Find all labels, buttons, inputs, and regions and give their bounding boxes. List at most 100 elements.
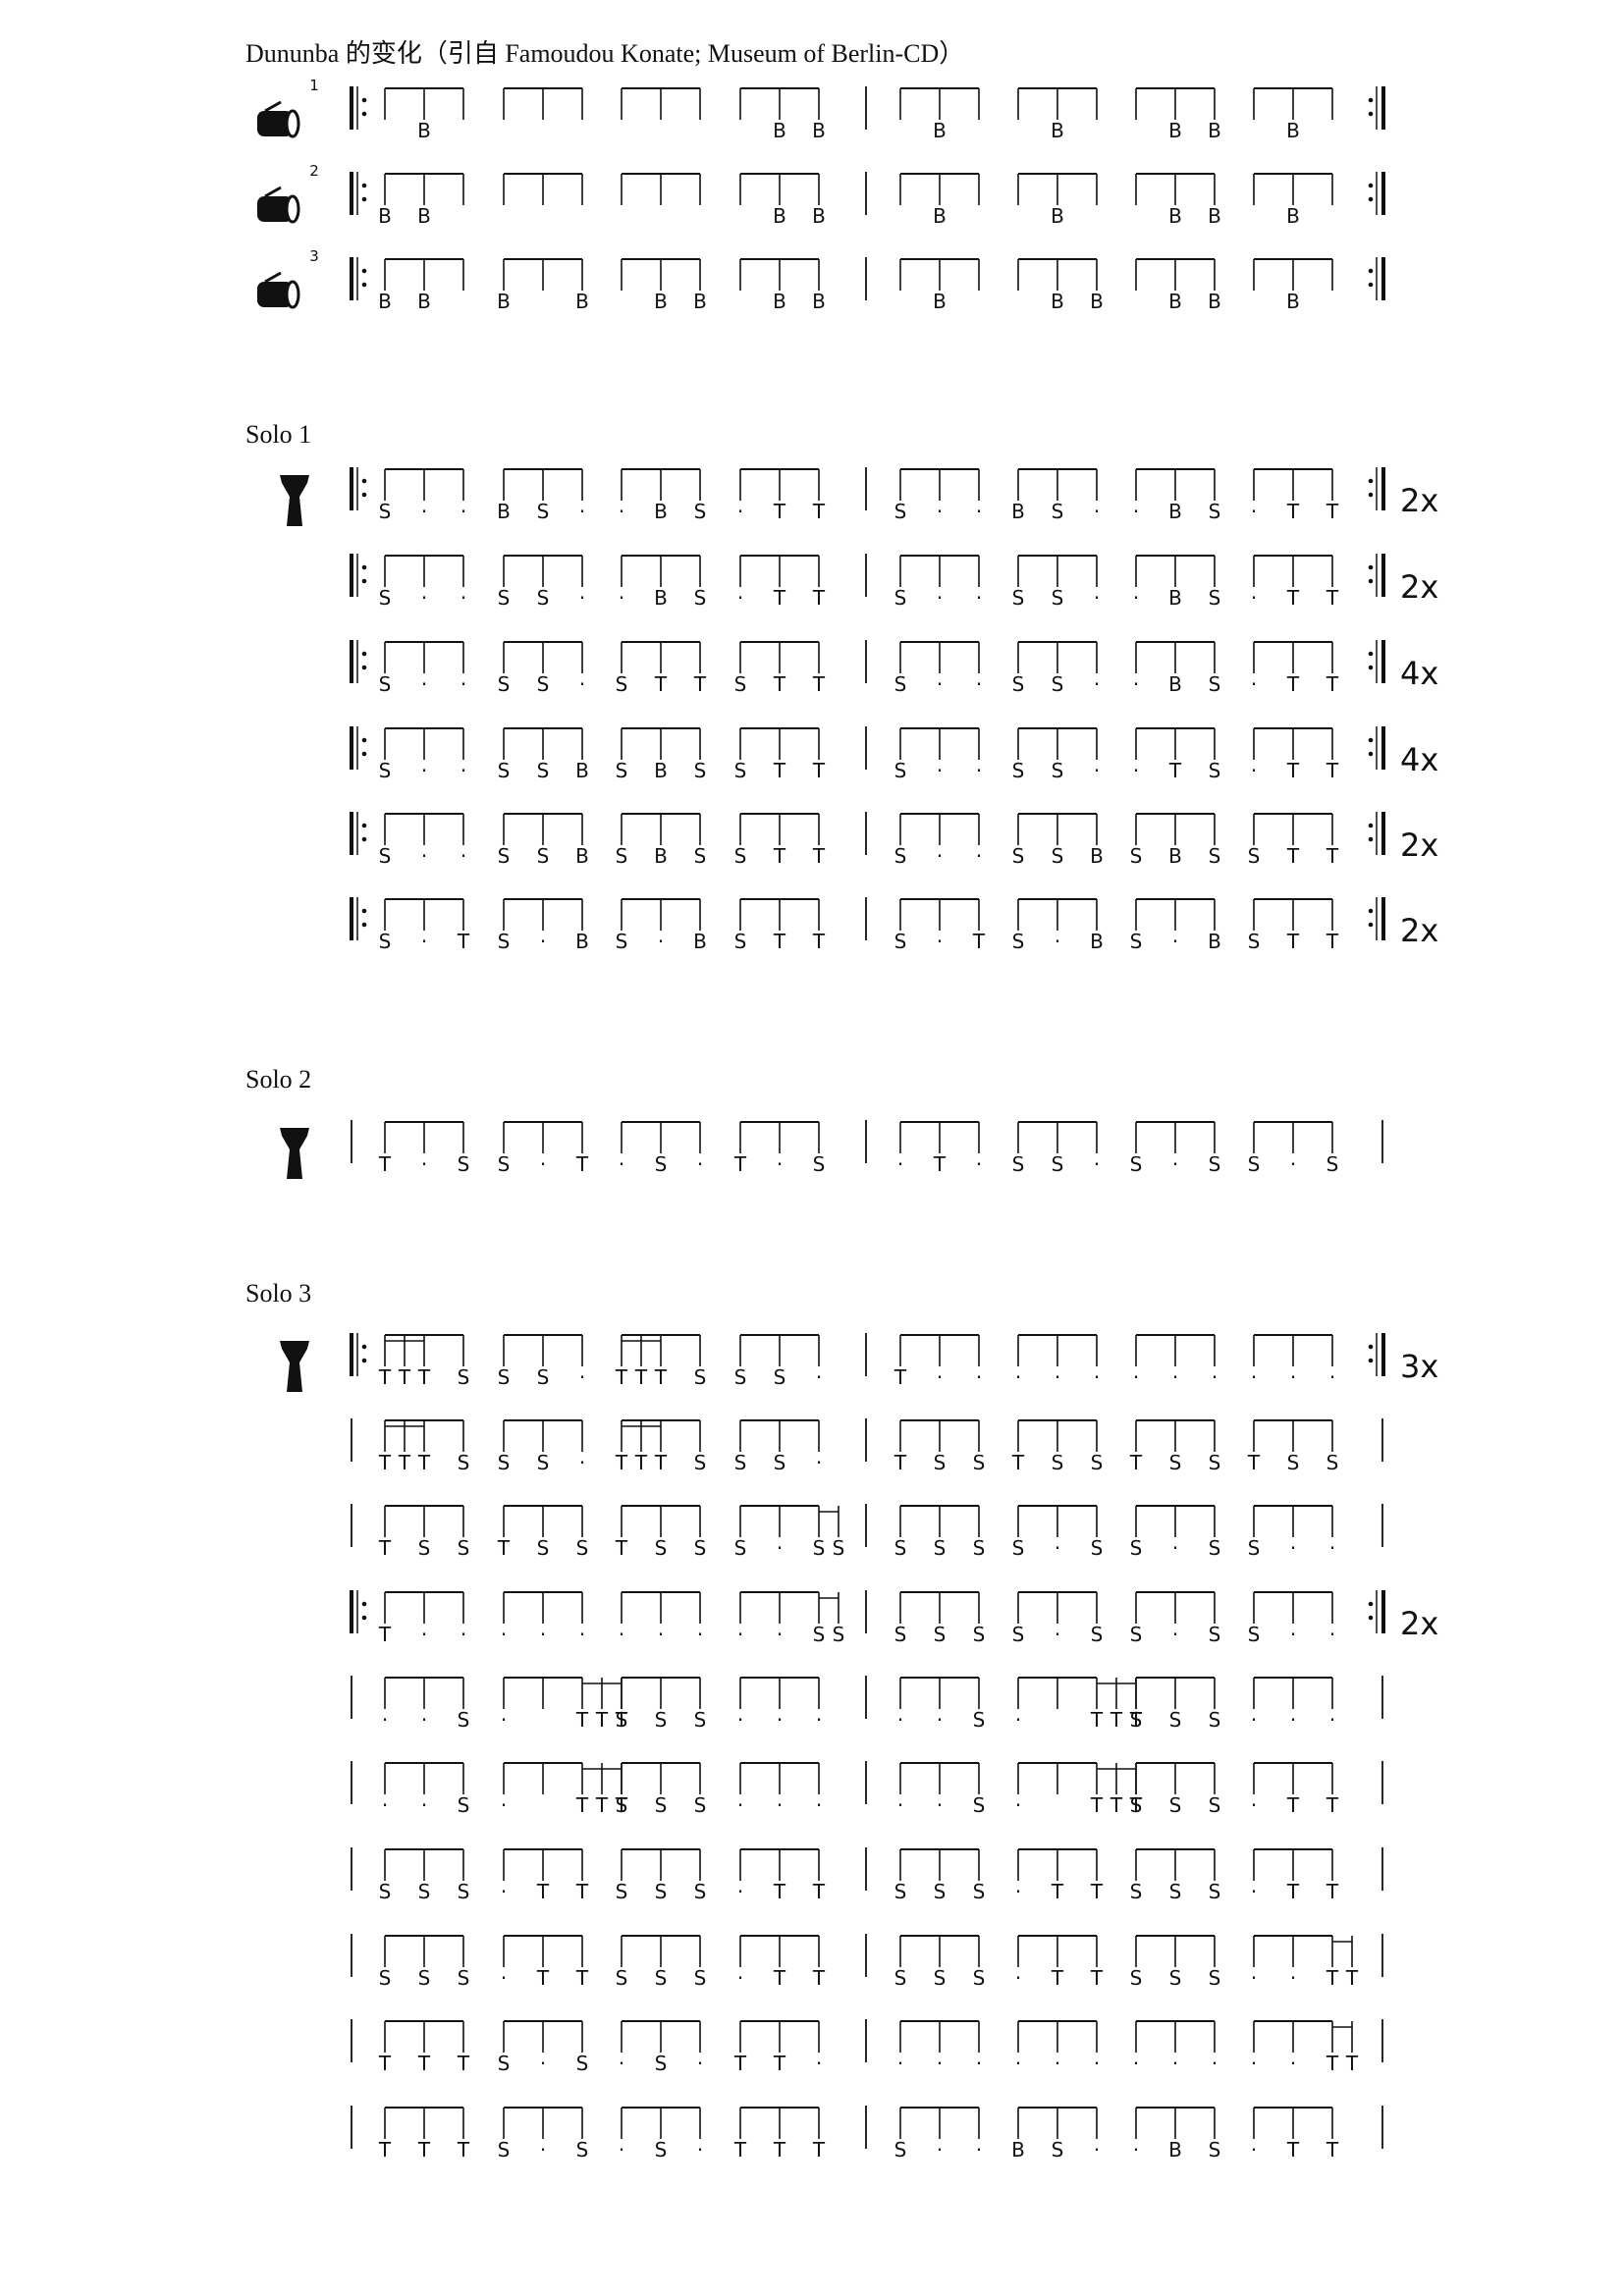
note-symbol: S bbox=[655, 1793, 668, 1817]
note-symbol: T bbox=[693, 672, 707, 696]
note-symbol: T bbox=[378, 1365, 392, 1389]
note-symbol: S bbox=[973, 1793, 986, 1817]
beat-group: ··S bbox=[897, 1677, 986, 1732]
repeat-dot bbox=[1368, 1601, 1374, 1607]
beat-group: S·S bbox=[1012, 1505, 1103, 1560]
beat-group: ··· bbox=[1133, 1334, 1218, 1389]
note-symbol: · bbox=[1055, 1623, 1060, 1646]
beat-group: B bbox=[899, 258, 980, 313]
beat-group: S·· bbox=[379, 555, 466, 610]
note-symbol: S bbox=[498, 2138, 511, 2162]
beat-group: B bbox=[899, 173, 980, 228]
note-symbol: S bbox=[894, 672, 907, 696]
note-symbol: S bbox=[498, 2052, 511, 2075]
note-symbol: · bbox=[579, 1623, 585, 1646]
note-symbol: T bbox=[417, 2138, 431, 2162]
note-symbol: · bbox=[1015, 1880, 1021, 1903]
djembe-drum-body bbox=[280, 1341, 309, 1392]
note-symbol: T bbox=[1286, 844, 1300, 868]
note-symbol: · bbox=[540, 930, 546, 953]
note-symbol: S bbox=[833, 1623, 845, 1646]
note-symbol: S bbox=[655, 1152, 668, 1176]
note-symbol: T bbox=[933, 1152, 947, 1176]
note-symbol: · bbox=[1094, 1152, 1100, 1176]
beat-group: S·B bbox=[498, 898, 589, 953]
beat-group bbox=[503, 87, 583, 120]
note-symbol: S bbox=[1209, 1152, 1221, 1176]
note-symbol: B bbox=[1051, 204, 1064, 228]
note-symbol: · bbox=[1329, 1365, 1335, 1389]
note-symbol: S bbox=[458, 1152, 470, 1176]
note-symbol: S bbox=[1130, 1880, 1143, 1903]
note-symbol: S bbox=[498, 672, 511, 696]
note-symbol: · bbox=[1133, 586, 1139, 610]
note-symbol: T bbox=[1129, 1708, 1143, 1732]
note-symbol: S bbox=[418, 1880, 431, 1903]
note-symbol: · bbox=[976, 2138, 982, 2162]
note-symbol: S bbox=[734, 930, 747, 953]
note-symbol: S bbox=[1130, 1152, 1143, 1176]
note-symbol: S bbox=[774, 1365, 786, 1389]
beat-group: ··· bbox=[1015, 2020, 1100, 2075]
note-symbol: T bbox=[812, 1880, 826, 1903]
note-symbol: · bbox=[737, 1793, 743, 1817]
repeat-dot bbox=[1368, 478, 1374, 484]
note-symbol: T bbox=[733, 1152, 747, 1176]
note-symbol: B bbox=[575, 290, 589, 313]
variant-number: 2 bbox=[309, 162, 319, 180]
note-symbol: S bbox=[1209, 500, 1221, 523]
note-symbol: S bbox=[934, 1536, 947, 1560]
beat-group: S·S bbox=[498, 2107, 588, 2162]
dununba-drum-body bbox=[257, 196, 293, 222]
note-symbol: · bbox=[619, 500, 624, 523]
note-symbol: · bbox=[777, 1793, 783, 1817]
note-symbol: · bbox=[816, 1708, 822, 1732]
beat-group: ··· bbox=[897, 2020, 982, 2075]
note-symbol: · bbox=[816, 1793, 822, 1817]
note-symbol: T bbox=[1326, 500, 1339, 523]
note-symbol: · bbox=[1290, 1365, 1296, 1389]
note-symbol: B bbox=[417, 204, 431, 228]
note-symbol: · bbox=[976, 759, 982, 782]
note-symbol: T bbox=[1011, 1451, 1025, 1474]
note-symbol: T bbox=[1326, 586, 1339, 610]
note-symbol: T bbox=[773, 844, 786, 868]
note-symbol: T bbox=[654, 1365, 668, 1389]
note-symbol: · bbox=[1251, 1708, 1257, 1732]
note-symbol: S bbox=[973, 1708, 986, 1732]
note-symbol: B bbox=[1168, 290, 1182, 313]
note-symbol: T bbox=[812, 500, 826, 523]
repeat-dot bbox=[1368, 823, 1374, 828]
repeat-start-thick-bar bbox=[350, 1333, 353, 1376]
note-symbol: T bbox=[1129, 1451, 1143, 1474]
note-symbol: B bbox=[378, 204, 392, 228]
note-symbol: S bbox=[1012, 844, 1025, 868]
repeat-dot bbox=[361, 908, 367, 914]
note-symbol: · bbox=[1290, 2052, 1296, 2075]
note-symbol: T bbox=[773, 759, 786, 782]
note-symbol: T bbox=[457, 2138, 470, 2162]
note-symbol: B bbox=[693, 930, 707, 953]
repeat-dot bbox=[361, 651, 367, 657]
note-symbol: · bbox=[1172, 1623, 1178, 1646]
note-symbol: S bbox=[1248, 930, 1261, 953]
beat-group: ··S bbox=[382, 1762, 469, 1817]
note-symbol: T bbox=[1326, 2138, 1339, 2162]
beat-group: S·S bbox=[1130, 1121, 1221, 1176]
note-symbol: S bbox=[894, 844, 907, 868]
note-symbol: · bbox=[619, 1152, 624, 1176]
note-symbol: T bbox=[615, 1793, 628, 1817]
repeat-start-thick-bar bbox=[350, 726, 353, 770]
note-symbol: B bbox=[1286, 290, 1300, 313]
